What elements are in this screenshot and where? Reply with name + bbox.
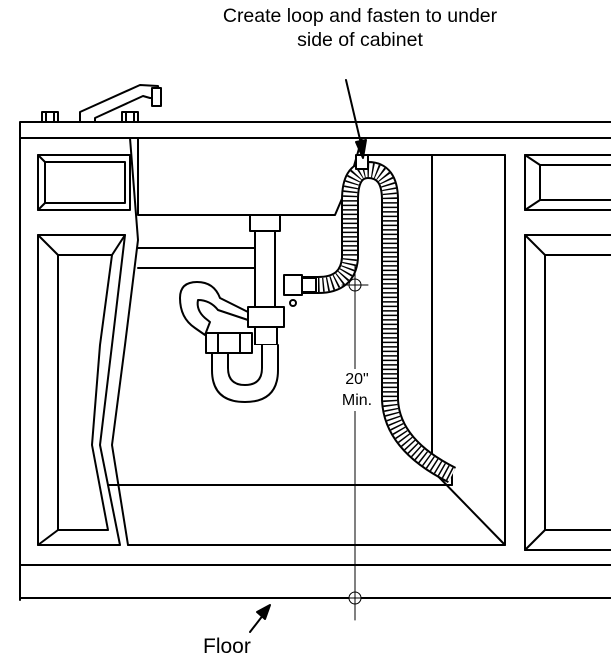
minimum-height-label: 20" Min. xyxy=(337,369,377,411)
minimum-height-value: 20" xyxy=(345,371,369,388)
drain-hose xyxy=(283,154,457,484)
left-cabinet xyxy=(19,137,139,601)
drain-assembly xyxy=(137,214,285,403)
callout-arrow xyxy=(345,79,367,159)
loop-instruction-label: Create loop and fasten to under side of … xyxy=(150,4,570,52)
faucet xyxy=(41,84,162,123)
minimum-height-qualifier: Min. xyxy=(341,392,373,409)
dimension-line xyxy=(341,264,369,621)
floor-arrow xyxy=(249,604,271,633)
loop-instruction-line1: Create loop and fasten to under xyxy=(222,5,498,27)
floor-label: Floor xyxy=(203,635,251,658)
toe-kick-and-floor xyxy=(19,564,611,599)
countertop xyxy=(19,121,611,139)
right-cabinet xyxy=(524,154,611,551)
loop-instruction-line2: side of cabinet xyxy=(297,29,423,51)
sink-basin xyxy=(137,137,363,216)
